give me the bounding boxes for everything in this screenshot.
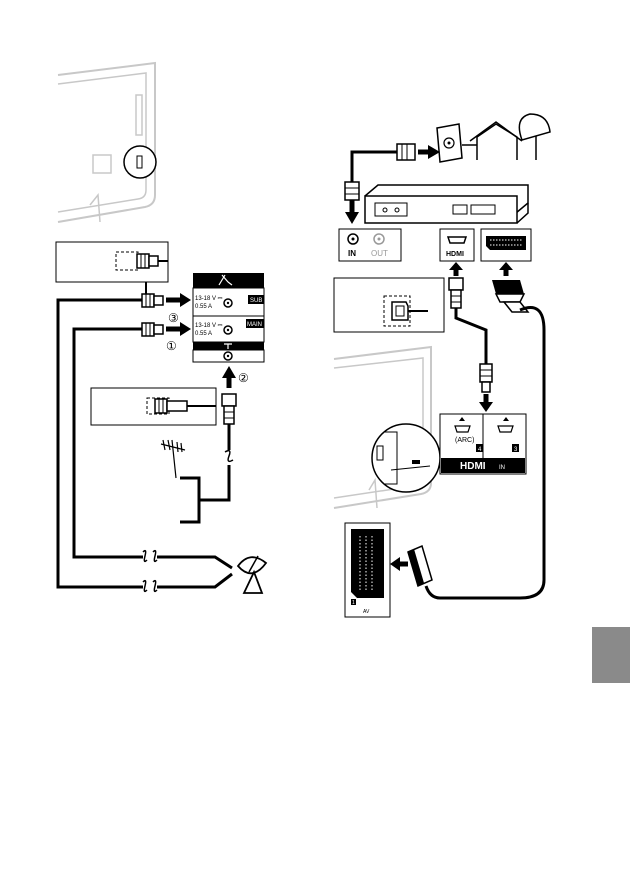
main-rating-line2: 0.55 A (195, 331, 212, 337)
box-hdmi-port: HDMI (439, 228, 475, 262)
scart-cable (424, 306, 546, 600)
main-tag: MAIN (247, 322, 262, 328)
arrow-to-sub (166, 293, 191, 307)
box-coax-ports: IN OUT (338, 228, 402, 262)
satellite-cable-main (72, 327, 233, 570)
set-top-box-icon (364, 184, 529, 224)
step-3-label: ③ (168, 311, 179, 325)
satellite-symbol-icon (218, 274, 233, 286)
hdmi-plug-icon (479, 363, 493, 393)
port-number-4: 4 (478, 447, 482, 453)
arrow-to-box-hdmi (449, 262, 463, 276)
scart-plug-icon (492, 280, 530, 313)
scart-number: 1 (352, 600, 355, 606)
antenna-cable (180, 424, 234, 524)
satellite-cable-sub (56, 298, 233, 593)
arrow-to-tv-hdmi (479, 394, 493, 412)
sub-tag: SUB (250, 298, 262, 304)
coax-plug-icon (141, 322, 164, 337)
step-1-label: ① (166, 339, 177, 353)
hdmi-logo-tv: HDMI (460, 461, 486, 472)
in-label: IN (348, 249, 356, 258)
plug-detail-inset (55, 241, 169, 296)
hdmi-logo-box: HDMI (446, 251, 464, 258)
coax-plug-icon (136, 253, 159, 269)
arrow-to-antenna (222, 366, 236, 388)
section-tab (592, 627, 630, 683)
port-number-3: 3 (514, 447, 518, 453)
house-icon (469, 121, 523, 160)
antenna-symbol-icon (224, 343, 232, 349)
tv-back-panel-icon (333, 345, 441, 509)
coax-plug-icon (221, 393, 237, 425)
hdmi-plug-detail-inset (333, 277, 445, 333)
hdmi-plug-icon (448, 277, 464, 309)
satellite-dish-icon (236, 555, 268, 594)
arrow-to-wall (418, 145, 440, 159)
satellite-dish-icon (518, 113, 551, 160)
tv-scart-port: 1 AV (344, 522, 391, 618)
box-scart-port (480, 228, 532, 262)
sub-rating-line1: 13-18 V ⎓ (195, 296, 223, 302)
tv-hdmi-port-panel: (ARC) 4 3 HDMI IN (439, 413, 527, 475)
hdmi-cable (454, 308, 488, 364)
arrow-to-tv-scart (390, 557, 408, 571)
scart-plug-icon (407, 544, 433, 588)
tv-back-panel-icon (57, 61, 157, 223)
wall-socket-icon (436, 123, 463, 163)
out-label: OUT (371, 249, 388, 258)
coax-plug-icon (141, 293, 164, 308)
antenna-icon (160, 439, 186, 479)
arrow-to-box-scart (499, 262, 513, 276)
step-2-label: ② (238, 371, 249, 385)
antenna-plug-detail-inset (90, 387, 217, 426)
hdmi-in-label: IN (499, 465, 505, 471)
arrow-to-main (166, 322, 191, 336)
scart-av-label: AV (363, 609, 370, 615)
satellite-box-cable (344, 143, 416, 224)
main-rating-line1: 13-18 V ⎓ (195, 323, 223, 329)
sub-rating-line2: 0.55 A (195, 304, 212, 310)
satellite-port-block: 13-18 V ⎓ 0.55 A SUB 13-18 V ⎓ 0.55 A MA… (192, 273, 265, 363)
arc-label: (ARC) (455, 437, 474, 444)
